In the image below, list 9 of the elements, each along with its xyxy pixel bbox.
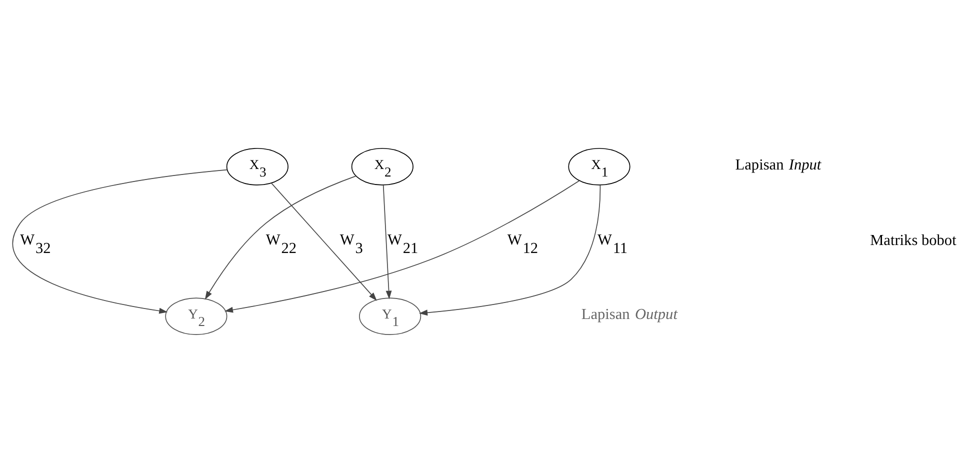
arrow [204,175,356,300]
arrow [270,182,377,300]
arrow [419,184,601,316]
label: Lapisan Output [581,306,678,323]
arrow [12,168,228,314]
arrow [224,180,580,312]
arrow [382,184,392,299]
label: Lapisan Input [735,156,822,174]
label: Matriks bobot [870,232,956,249]
